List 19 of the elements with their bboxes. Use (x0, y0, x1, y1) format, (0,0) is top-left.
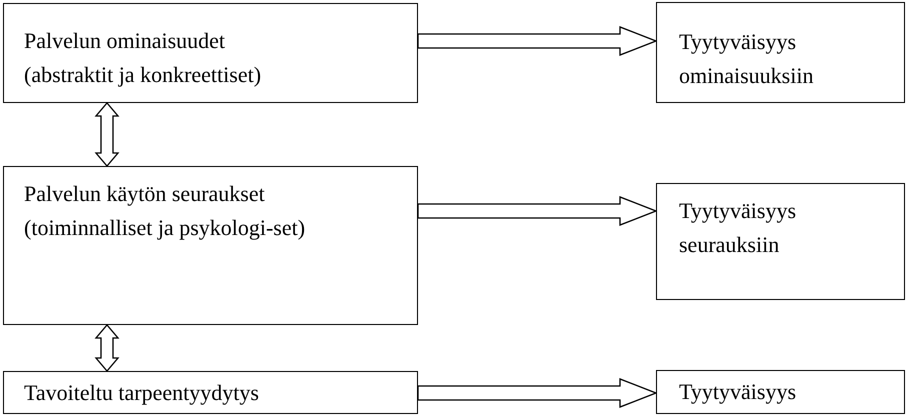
process-box (656, 2, 905, 103)
box-heading: Tyytyväisyys seurauksiin (679, 197, 798, 259)
box-text: (toiminnalliset ja psykologi-set) (24, 214, 306, 242)
box-text: (abstraktit ja konkreettiset) (24, 61, 262, 89)
process-box (656, 370, 905, 414)
hollow-arrow (417, 26, 658, 56)
box-heading: Tyytyväisyys (679, 378, 798, 406)
process-box (3, 166, 418, 325)
box-heading: Palvelun käytön seuraukset (24, 180, 266, 208)
hollow-arrow (417, 196, 658, 226)
hollow-arrow (417, 378, 658, 408)
hollow-arrow (94, 324, 120, 372)
process-box (3, 371, 418, 414)
box-heading: Tyytyväisyys ominaisuuksiin (679, 28, 814, 90)
box-heading: Palvelun ominaisuudet (24, 27, 226, 55)
hollow-arrow (94, 102, 120, 167)
process-box (656, 183, 905, 300)
process-box (3, 3, 418, 103)
box-heading: Tavoiteltu tarpeentyydytys (24, 379, 260, 407)
